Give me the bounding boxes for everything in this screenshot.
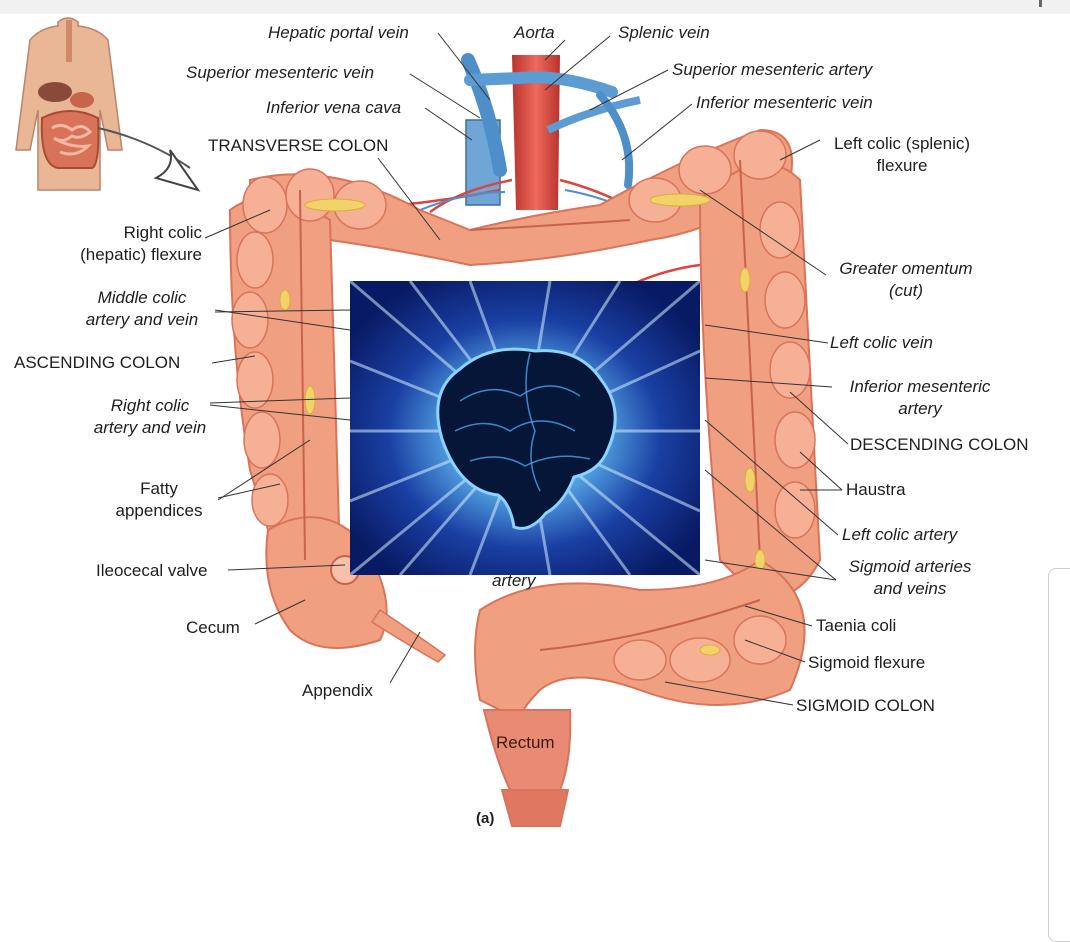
label-inferior-vena-cava: Inferior vena cava	[266, 98, 402, 117]
label-ascending-colon: ASCENDING COLON	[14, 353, 181, 372]
appendix	[370, 608, 447, 663]
label-transverse-colon: TRANSVERSE COLON	[208, 136, 389, 155]
label-taenia-coli: Taenia coli	[816, 616, 897, 635]
side-panel	[1048, 568, 1070, 942]
label-greater-omentum: Greater omentum (cut)	[839, 259, 973, 300]
label-left-colic-flexure: Left colic (splenic) flexure	[833, 134, 971, 175]
label-cecum: Cecum	[186, 618, 240, 637]
brain-overlay-image	[350, 281, 700, 575]
label-inferior-mesenteric-vein: Inferior mesenteric vein	[696, 93, 873, 112]
top-bar-mark	[1039, 0, 1042, 7]
label-sigmoid-arteries: Sigmoid arteries and veins	[848, 557, 972, 598]
label-ileocecal-valve: Ileocecal valve	[96, 561, 208, 580]
label-sigmoid-colon: SIGMOID COLON	[796, 696, 935, 715]
label-splenic-vein: Splenic vein	[618, 23, 710, 42]
label-hepatic-portal-vein: Hepatic portal vein	[268, 23, 409, 42]
label-descending-colon: DESCENDING COLON	[850, 435, 1029, 454]
label-left-colic-artery: Left colic artery	[842, 525, 958, 544]
brain-icon	[436, 347, 617, 530]
leader-lines	[204, 32, 849, 706]
label-inferior-mesenteric-artery: Inferior mesenteric artery	[849, 377, 991, 418]
label-appendix: Appendix	[302, 681, 373, 700]
label-superior-mesenteric-vein: Superior mesenteric vein	[186, 63, 375, 82]
label-rectum: Rectum	[496, 733, 555, 752]
label-right-colic-flexure: Right colic (hepatic) flexure	[80, 223, 202, 264]
curved-arrow-icon	[97, 127, 201, 192]
superior-mesenteric-artery	[546, 96, 641, 134]
label-artery-fragment: artery	[492, 571, 536, 590]
inferior-mesenteric-vein	[596, 91, 634, 189]
label-right-colic: Right colic artery and vein	[93, 396, 207, 437]
top-bar	[0, 0, 1070, 14]
label-aorta: Aorta	[514, 23, 555, 42]
label-fatty-appendices: Fatty appendices	[115, 479, 203, 520]
human-torso-icon	[15, 17, 123, 191]
hepatic-portal-vein	[461, 53, 507, 177]
label-panel-id: (a)	[476, 810, 495, 827]
label-haustra: Haustra	[846, 480, 906, 499]
label-sigmoid-flexure: Sigmoid flexure	[808, 653, 926, 672]
label-middle-colic: Middle colic artery and vein	[85, 288, 199, 329]
aorta	[512, 55, 560, 210]
label-left-colic-vein: Left colic vein	[830, 333, 933, 352]
label-superior-mesenteric-artery: Superior mesenteric artery	[672, 60, 873, 79]
